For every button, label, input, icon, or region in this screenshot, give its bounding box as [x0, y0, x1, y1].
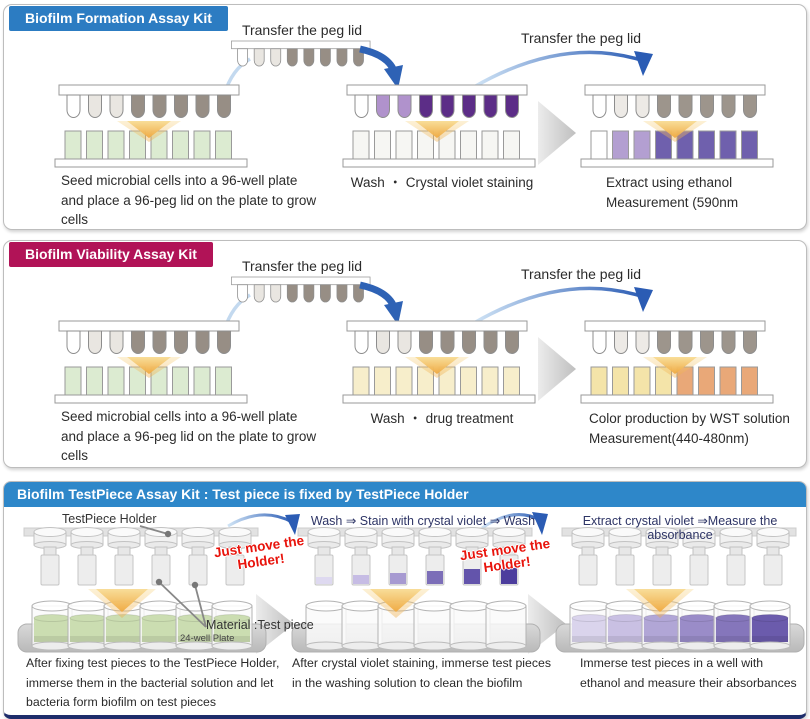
station-caption: After crystal violet staining, immerse t…	[292, 656, 552, 690]
testpiece-holder-label: TestPiece Holder	[62, 512, 157, 526]
testpiece-assay-panel: Biofilm TestPiece Assay Kit : Test piece…	[3, 481, 807, 719]
station-caption: Wash ・ Crystal violet staining	[350, 175, 534, 190]
step-text-2: Extract crystal violet ⇒Measure the abso…	[582, 514, 778, 542]
wst-color-station	[580, 320, 774, 404]
transfer-lid-long-arrowhead	[634, 51, 653, 76]
move-holder-arrowhead-2	[532, 512, 548, 535]
seed-plate-station	[54, 84, 248, 168]
material-pointer-dot	[191, 581, 199, 589]
step-text-1: Wash ⇒ Stain with crystal violet ⇒ Wash	[310, 514, 536, 528]
next-step-arrow	[538, 101, 576, 165]
station-caption: After fixing test pieces to the TestPiec…	[26, 656, 280, 710]
formation-assay-panel: Biofilm Formation Assay Kit Transfer the…	[3, 4, 807, 230]
place-lid-arrowhead	[384, 65, 403, 89]
material-label: Material :Test piece	[206, 618, 314, 632]
station-caption: Extract using ethanol Measurement (590nm	[606, 175, 739, 210]
station-caption: Wash ・ drug treatment	[370, 411, 514, 426]
material-pointer-dot	[155, 578, 163, 586]
material-pointer-line	[194, 584, 207, 628]
move-holder-arrow-1	[227, 513, 293, 528]
material-pointer-line	[158, 581, 207, 628]
washing-station	[291, 527, 541, 653]
station-caption: Color production by WST solution Measure…	[589, 411, 790, 446]
seed-plate-station	[54, 320, 248, 404]
viability-assay-panel: Biofilm Viability Assay Kit Transfer the…	[3, 240, 807, 468]
holder-pointer-line	[139, 525, 169, 535]
move-holder-arrowhead-1	[285, 514, 300, 535]
panel-title-badge: Biofilm Formation Assay Kit	[9, 6, 228, 31]
station-caption: Immerse test pieces in a well with ethan…	[580, 656, 797, 690]
viability-assay-illustration	[54, 276, 774, 404]
place-lid-arrow	[359, 281, 398, 309]
plate-label: 24-well Plate	[180, 633, 235, 644]
transfer-label-2: Transfer the peg lid	[520, 30, 642, 46]
drug-treatment-station	[342, 320, 536, 404]
transfer-peg-lid	[231, 276, 371, 303]
station-caption: Seed microbial cells into a 96-well plat…	[61, 409, 317, 464]
place-lid-arrow	[359, 45, 398, 73]
transfer-label-2: Transfer the peg lid	[520, 266, 642, 282]
transfer-lid-long-arrow	[473, 286, 645, 325]
testpiece-assay-illustration	[17, 512, 805, 654]
transfer-label-1: Transfer the peg lid	[241, 22, 363, 38]
station-caption: Seed microbial cells into a 96-well plat…	[61, 173, 317, 228]
holder-pointer-dot	[164, 530, 172, 538]
formation-assay-illustration	[54, 40, 774, 168]
panel-title-badge: Biofilm Viability Assay Kit	[9, 242, 213, 267]
transfer-lid-long-arrowhead	[634, 287, 653, 312]
transfer-lid-long-arrow	[473, 50, 645, 89]
place-lid-arrowhead	[384, 301, 403, 325]
biofilm-formation-station	[17, 527, 267, 653]
panel-title-bar: Biofilm TestPiece Assay Kit : Test piece…	[4, 482, 806, 507]
transfer-peg-lid	[231, 40, 371, 67]
next-step-arrow	[538, 337, 576, 401]
extraction-station	[580, 84, 774, 168]
transfer-label-1: Transfer the peg lid	[241, 258, 363, 274]
staining-station	[342, 84, 536, 168]
measurement-station	[555, 527, 805, 653]
